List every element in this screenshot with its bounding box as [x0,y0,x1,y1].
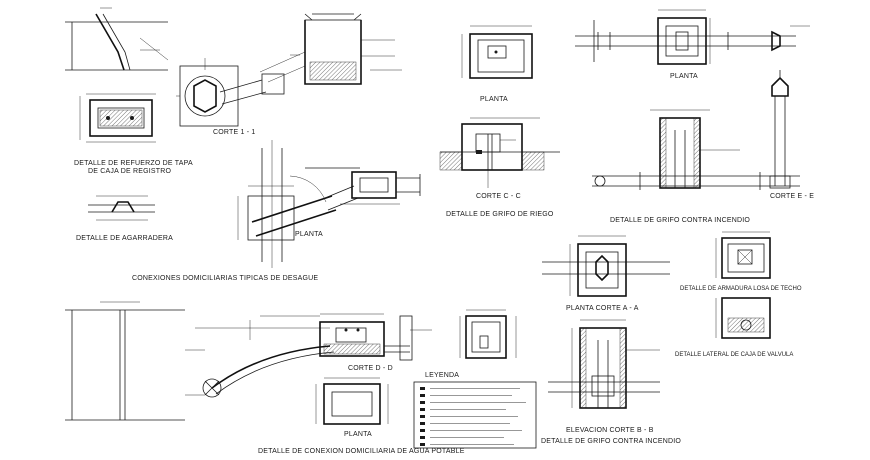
leyenda-box: LEYENDA [413,372,537,449]
label-planta-corte-a-a: PLANTA CORTE A - A [566,305,639,312]
label-planta-agua: PLANTA [344,431,372,438]
label-detalle-lateral-caja: DETALLE LATERAL DE CAJA DE VALVULA [675,352,793,358]
detalle-agarradera: DETALLE DE AGARRADERA [76,195,173,242]
corte-1-1-detail: CORTE 1 - 1 [176,58,285,136]
label-corte-d-d: CORTE D - D [348,365,393,372]
pipe-connection-detail-top-left [65,7,169,71]
valve-box-detail [459,309,517,359]
label-corte-e-e: CORTE E - E [770,193,814,200]
conexion-agua-potable-left-section [65,301,205,421]
label-conexiones-desague: CONEXIONES DOMICILIARIAS TIPICAS DE DESA… [132,275,318,282]
planta-corte-a-a: PLANTA CORTE A - A [542,235,670,312]
detalle-lateral-caja-valvula: DETALLE LATERAL DE CAJA DE VALVULA [675,297,793,358]
label-planta-riego: PLANTA [480,96,508,103]
label-planta-desague: PLANTA [295,231,323,238]
label-detalle-armadura: DETALLE DE ARMADURA LOSA DE TECHO [680,286,802,292]
detalle-refuerzo-tapa: DETALLE DE REFUERZO DE TAPA DE CAJA DE R… [74,93,193,175]
inlet-box-section [259,13,402,85]
label-detalle-grifo-incendio-bottom: DETALLE DE GRIFO CONTRA INCENDIO [541,438,681,445]
conexion-agua-potable-pipe-curve [195,315,335,398]
grifo-riego-corte-c-c: CORTE C - C DETALLE DE GRIFO DE RIEGO [439,117,560,218]
grifo-riego-planta: PLANTA [461,25,533,103]
label-detalle-grifo-riego: DETALLE DE GRIFO DE RIEGO [446,211,554,218]
label-corte-c-c: CORTE C - C [476,193,521,200]
detalle-armadura-losa: DETALLE DE ARMADURA LOSA DE TECHO [680,231,802,292]
label-leyenda: LEYENDA [425,372,459,379]
leyenda-entries [420,387,526,446]
label-detalle-refuerzo-line2: DE CAJA DE REGISTRO [88,168,172,175]
elevacion-corte-b-b: ELEVACION CORTE B - B DETALLE DE GRIFO C… [541,319,681,445]
label-corte-1-1: CORTE 1 - 1 [213,129,256,136]
grifo-incendio-planta: PLANTA [575,9,810,80]
corte-d-d-detail: CORTE D - D [319,313,432,372]
label-planta-incendio: PLANTA [670,73,698,80]
label-detalle-refuerzo-line1: DETALLE DE REFUERZO DE TAPA [74,160,193,167]
planta-agua-potable: PLANTA DETALLE DE CONEXION DOMICILIARIA … [258,377,465,455]
label-detalle-grifo-incendio-top: DETALLE DE GRIFO CONTRA INCENDIO [610,217,750,224]
label-detalle-conexion-agua: DETALLE DE CONEXION DOMICILIARIA DE AGUA… [258,448,465,455]
label-elevacion-corte-b-b: ELEVACION CORTE B - B [566,427,654,434]
conexion-desague-planta: PLANTA CONEXIONES DOMICILIARIAS TIPICAS … [132,140,421,282]
grifo-incendio-corte-e-e: CORTE E - E DETALLE DE GRIFO CONTRA INCE… [592,70,814,224]
label-detalle-agarradera: DETALLE DE AGARRADERA [76,235,173,242]
